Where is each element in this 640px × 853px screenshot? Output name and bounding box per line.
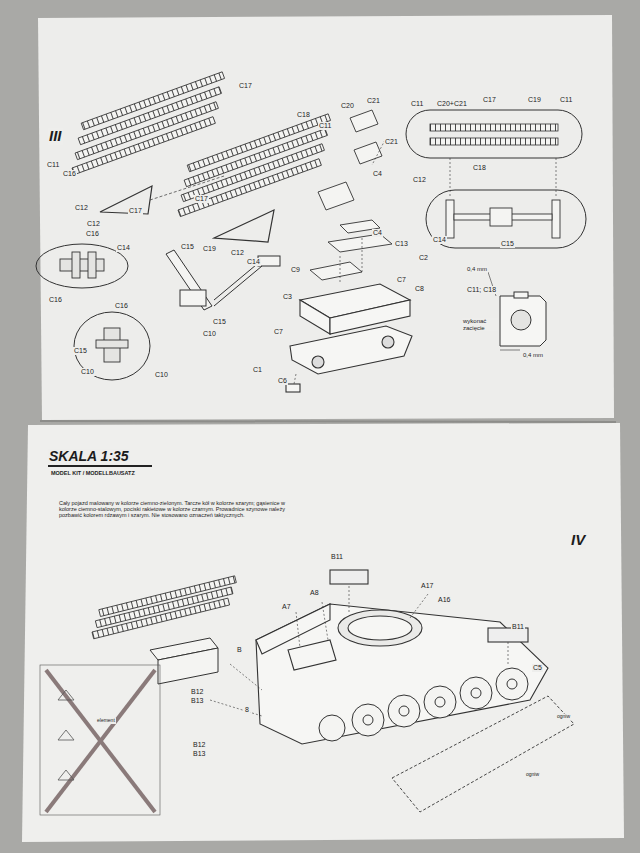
- part-label: C17: [128, 207, 143, 215]
- part-label: 8: [244, 706, 250, 714]
- part-label: C21: [366, 97, 381, 105]
- part-label: A8: [309, 589, 320, 597]
- part-label: C15: [73, 347, 88, 355]
- part-label: C12: [74, 204, 89, 212]
- part-label: C12: [86, 220, 101, 228]
- part-label: C16: [48, 296, 63, 304]
- part-label: C1: [252, 366, 263, 374]
- part-label: C17: [482, 96, 497, 104]
- part-label: C11; C18: [466, 286, 497, 294]
- part-label: C8: [414, 285, 425, 293]
- part-label: C20: [340, 102, 355, 110]
- step-number: III: [48, 128, 63, 145]
- part-label: B11: [511, 623, 525, 631]
- part-label: B13: [192, 750, 206, 758]
- part-label: C6: [277, 377, 288, 385]
- part-label: ogniw: [556, 714, 571, 720]
- part-label: C18: [296, 111, 311, 119]
- part-label: B13: [190, 697, 204, 705]
- part-label: C19: [527, 96, 542, 104]
- paint-note: Cały pojazd malowany w kolorze ciemno-zi…: [58, 500, 290, 518]
- part-label: C11: [559, 96, 573, 104]
- part-label: C10: [80, 368, 95, 376]
- part-label: B: [236, 646, 243, 654]
- part-label: C5: [532, 664, 543, 672]
- part-label: C11: [46, 161, 60, 169]
- part-label: C10: [202, 330, 217, 338]
- part-label: C7: [396, 276, 407, 284]
- part-label: element: [96, 718, 116, 724]
- part-label: C16: [62, 170, 77, 178]
- part-label: C9: [290, 266, 301, 274]
- part-label: C16: [85, 230, 100, 238]
- part-label: ogniw: [525, 772, 540, 778]
- part-label: A7: [281, 603, 292, 611]
- part-label: C20+C21: [436, 100, 468, 108]
- part-label: C3: [282, 293, 293, 301]
- part-label: C21: [384, 138, 399, 146]
- part-label: A17: [420, 582, 434, 590]
- part-label: C7: [273, 328, 284, 336]
- part-label: B12: [192, 741, 206, 749]
- part-label: C15: [212, 318, 227, 326]
- part-label: C14: [432, 236, 447, 244]
- part-label: C15: [500, 240, 515, 248]
- part-label: A16: [437, 596, 451, 604]
- part-label: C13: [394, 240, 409, 248]
- part-label: C4: [372, 229, 383, 237]
- part-label: C4: [372, 170, 383, 178]
- part-label: C19: [202, 245, 217, 253]
- title-heading: SKALA 1:35: [48, 449, 130, 464]
- part-label: B11: [330, 553, 344, 561]
- part-label: C11: [410, 100, 424, 108]
- part-label: C11: [318, 122, 332, 130]
- part-label: C14: [116, 244, 131, 252]
- subtitle: MODEL KIT / MODELLBAUSATZ: [50, 470, 136, 476]
- part-label: C15: [180, 243, 195, 251]
- part-label: C12: [230, 249, 245, 257]
- part-label: C18: [472, 164, 487, 172]
- part-label: C16: [114, 302, 129, 310]
- part-label: C2: [418, 254, 429, 262]
- part-label: B12: [190, 688, 204, 696]
- part-label: wykonać zacięcie: [462, 318, 498, 331]
- part-label: C10: [154, 371, 169, 379]
- part-label: C17: [194, 195, 209, 203]
- step-number: IV: [570, 532, 586, 549]
- part-label: C14: [246, 258, 261, 266]
- part-label: 0,4 mm: [466, 266, 488, 273]
- part-label: C12: [412, 176, 427, 184]
- part-label: C17: [238, 82, 253, 90]
- part-label: 0,4 mm: [522, 352, 544, 359]
